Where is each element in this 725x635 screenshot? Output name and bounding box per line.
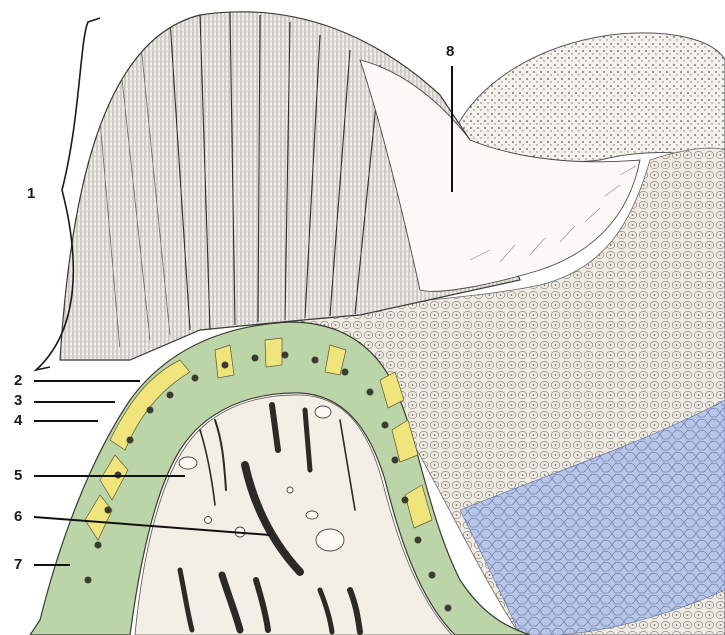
label-4: 4 [14, 413, 22, 428]
upper-right-mass [455, 33, 725, 162]
label-6: 6 [14, 509, 22, 524]
label-2: 2 [14, 373, 22, 388]
label-3: 3 [14, 393, 22, 408]
label-5: 5 [14, 468, 22, 483]
label-8: 8 [446, 44, 454, 59]
label-1: 1 [27, 186, 35, 201]
label-7: 7 [14, 557, 22, 572]
